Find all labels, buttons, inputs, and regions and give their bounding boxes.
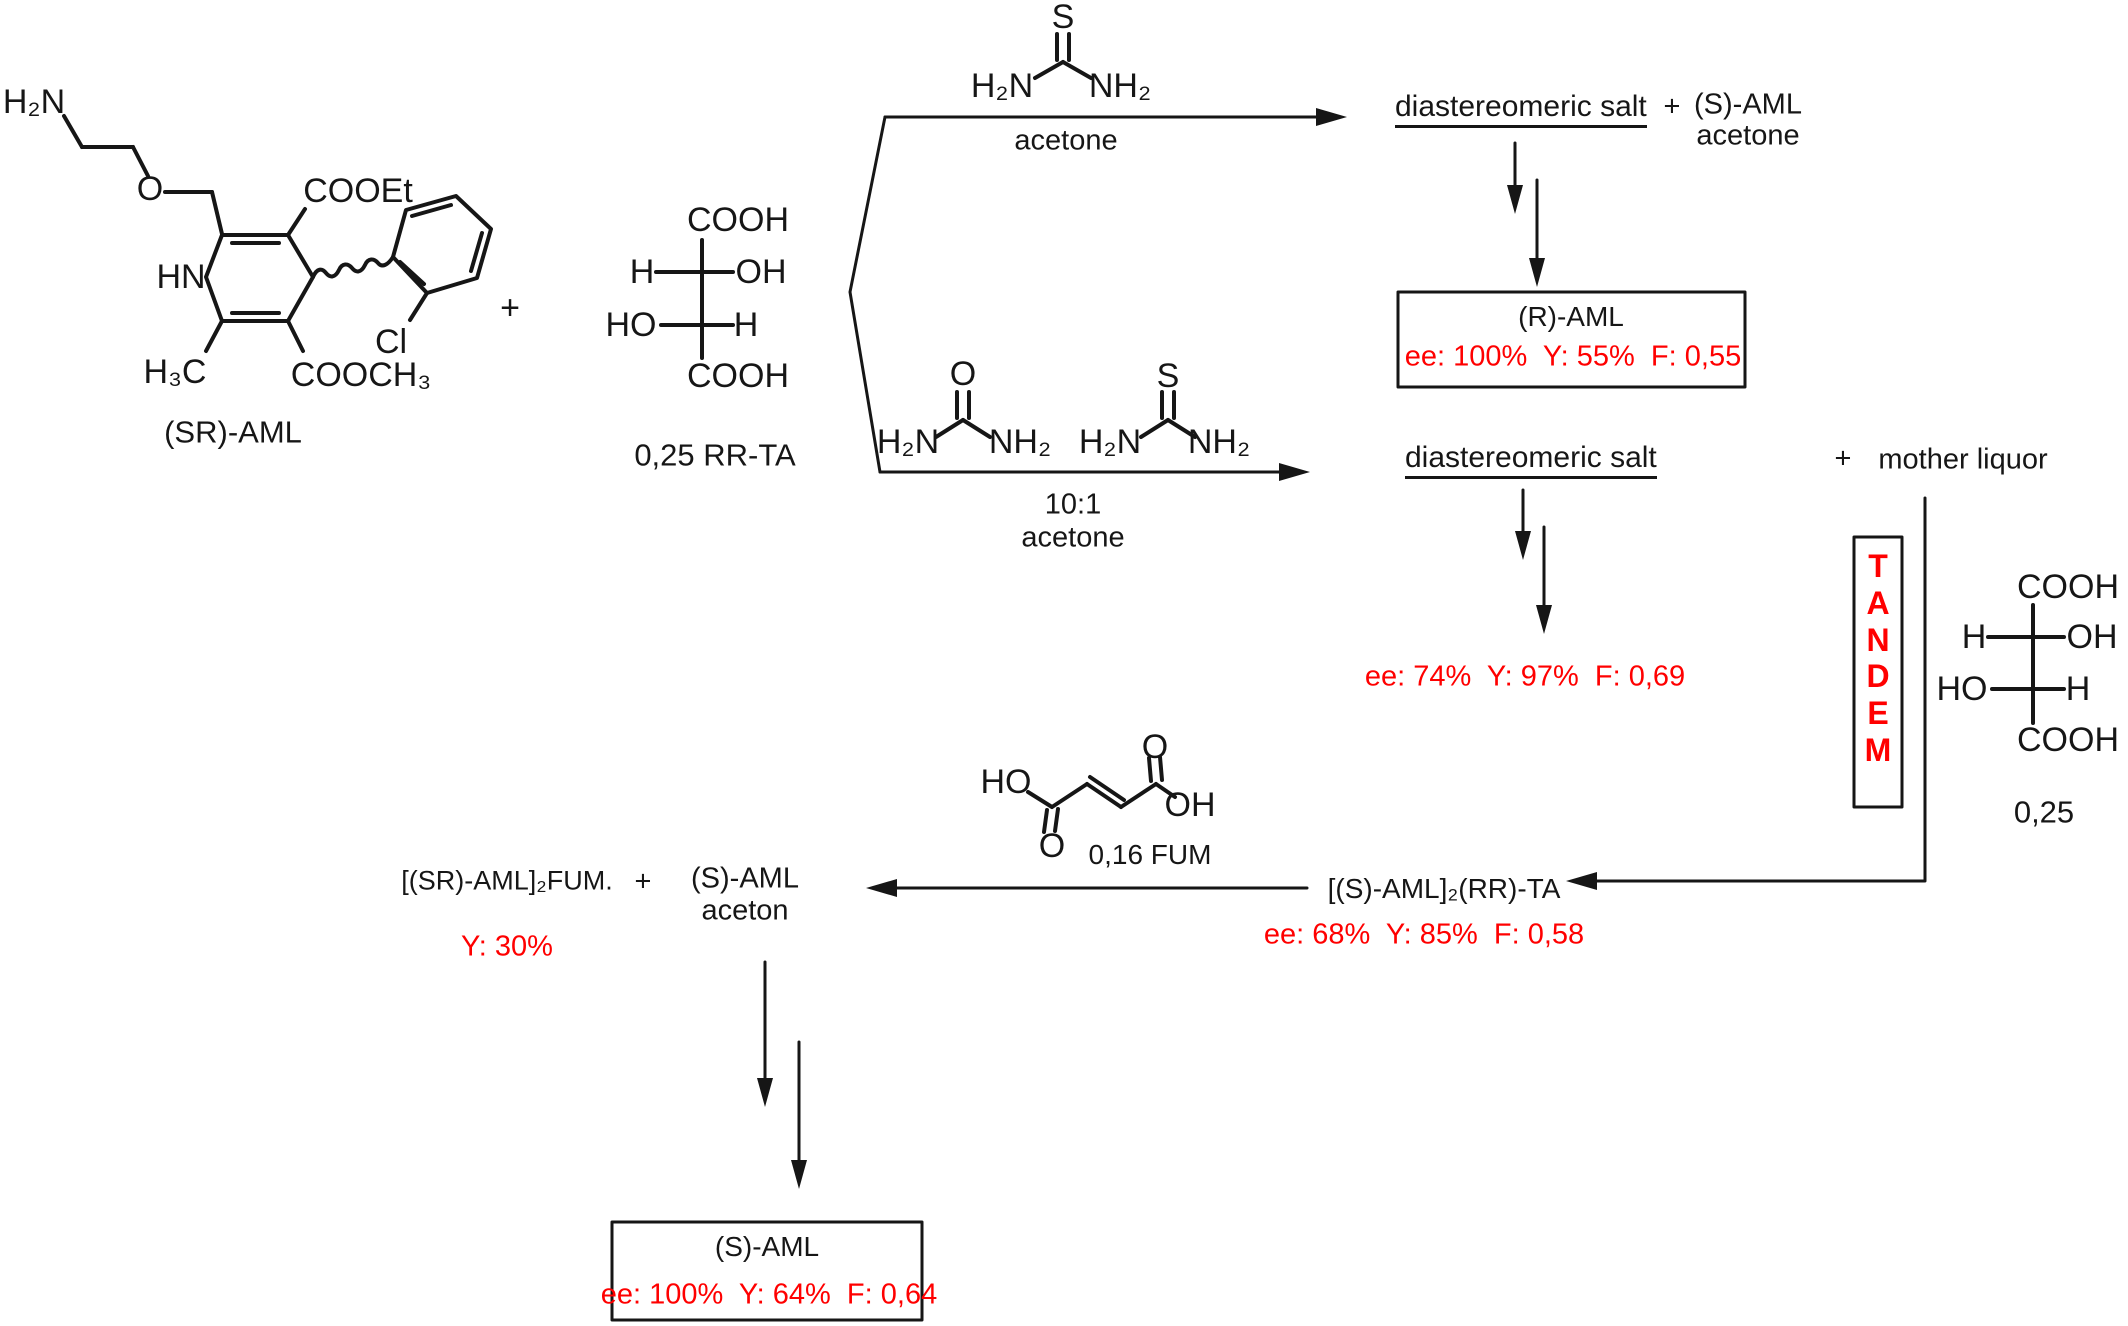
route-top-solvent: acetone xyxy=(1014,124,1118,157)
plus-bottom-row: + xyxy=(1834,442,1852,475)
tandem-letter-n: N xyxy=(1866,622,1890,658)
route-bottom-thiourea-s: S xyxy=(1156,357,1180,395)
tandem-letter-t: T xyxy=(1868,548,1888,584)
tartrate-side-h-right: H xyxy=(2065,670,2091,708)
thiourea-top-bonds xyxy=(1033,32,1093,80)
sr-aml-structure-bonds xyxy=(62,114,493,353)
tartrate-side-cooh-top: COOH xyxy=(2017,568,2119,606)
fumarate-o-up: O xyxy=(1141,728,1169,766)
arrows-down-final xyxy=(757,960,807,1189)
arrow-mother-liquor-elbow xyxy=(1566,496,1927,890)
r-aml-box-title: (R)-AML xyxy=(1518,301,1624,332)
cleavage-yield: Y: 30% xyxy=(461,930,553,963)
tandem-box-frame xyxy=(1852,535,1904,809)
sr-aml-ester-bottom-label: COOCH₃ xyxy=(290,356,432,394)
arrow-route-bottom xyxy=(878,463,1310,481)
cleavage-fum-salt: [(SR)-AML]₂FUM. xyxy=(401,865,613,896)
tartrate-main-ho-left: HO xyxy=(605,306,657,344)
arrow-route-top xyxy=(883,108,1347,126)
sr-aml-methyl-label: H₃C xyxy=(143,353,207,391)
tartrate-main-bonds xyxy=(654,238,735,360)
thiourea-bottom-bonds xyxy=(1139,390,1197,439)
tandem-letter-e: E xyxy=(1867,695,1889,731)
route-top-thiourea-left: H₂N xyxy=(970,67,1034,105)
sr-aml-chloro-label: Cl xyxy=(374,323,408,361)
urea-bonds xyxy=(934,390,992,439)
tartrate-main-oh-right: OH xyxy=(735,253,787,291)
s-aml-box-stats: ee: 100% Y: 64% F: 0,64 xyxy=(600,1278,938,1311)
fumarate-o-down: O xyxy=(1038,827,1066,865)
branch-lines xyxy=(848,115,887,474)
route-bottom-thiourea-left: H₂N xyxy=(1078,423,1142,461)
intermediate-stats: ee: 68% Y: 85% F: 0,58 xyxy=(1263,918,1585,951)
route-top-thiourea-s: S xyxy=(1051,0,1075,36)
s-aml-box-title: (S)-AML xyxy=(714,1231,820,1262)
wavy-bond xyxy=(311,255,395,279)
tartrate-side-ho-left: HO xyxy=(1936,670,1988,708)
tandem-letter-a: A xyxy=(1866,585,1890,621)
tartrate-main-caption: 0,25 RR-TA xyxy=(634,437,796,473)
fumarate-oh-label: OH xyxy=(1164,786,1216,824)
plus-after-reactant: + xyxy=(500,289,520,327)
bottom-byproduct: mother liquor xyxy=(1878,443,2048,476)
top-byproduct-solvent: acetone xyxy=(1696,119,1800,152)
tartrate-main-h-right: H xyxy=(733,306,759,344)
tartrate-side-cooh-bottom: COOH xyxy=(2017,721,2119,759)
plus-cleavage-row: + xyxy=(634,865,652,898)
sr-aml-caption: (SR)-AML xyxy=(164,414,302,450)
sr-aml-ester-top-label: COOEt xyxy=(303,172,413,210)
diastereomeric-salt-top: diastereomeric salt xyxy=(1395,92,1647,128)
tandem-letter-m: M xyxy=(1864,732,1892,768)
intermediate-formula: [(S)-AML]₂(RR)-TA xyxy=(1327,873,1561,904)
route-bottom-urea-left: H₂N xyxy=(876,423,940,461)
cleavage-s-aml: (S)-AML xyxy=(691,862,799,895)
route-bottom-urea-o: O xyxy=(949,355,977,393)
s-aml-box-frame xyxy=(610,1220,924,1322)
plus-top-row: + xyxy=(1663,90,1681,123)
tartrate-side-caption: 0,25 xyxy=(2013,794,2075,830)
arrow-cleavage xyxy=(866,879,1309,897)
route-top-thiourea-right: NH₂ xyxy=(1088,67,1152,105)
fumarate-ho-label: HO xyxy=(980,763,1032,801)
bottom-salt-stats: ee: 74% Y: 97% F: 0,69 xyxy=(1364,660,1686,693)
fumarate-caption: 0,16 FUM xyxy=(1088,839,1212,870)
tartrate-side-bonds xyxy=(1986,603,2066,725)
r-aml-box-frame xyxy=(1396,290,1747,389)
top-byproduct-name: (S)-AML xyxy=(1694,88,1802,121)
cleavage-solvent: aceton xyxy=(701,894,789,927)
tartrate-side-oh-right: OH xyxy=(2066,618,2118,656)
fumarate-bonds xyxy=(1026,755,1177,834)
route-bottom-thiourea-right: NH₂ xyxy=(1187,423,1251,461)
route-bottom-solvent: acetone xyxy=(1021,521,1125,554)
arrows-down-bottom-salt xyxy=(1515,488,1552,634)
arrows-down-top-salt xyxy=(1507,141,1545,287)
tartrate-main-h-left: H xyxy=(629,253,655,291)
route-bottom-urea-right: NH₂ xyxy=(988,423,1052,461)
tandem-letter-d: D xyxy=(1866,658,1890,694)
sr-aml-amine-label: H₂N xyxy=(2,83,66,121)
tartrate-side-h-left: H xyxy=(1961,618,1987,656)
sr-aml-ring-nh-label: HN xyxy=(156,258,206,296)
tartrate-main-cooh-top: COOH xyxy=(687,201,789,239)
sr-aml-ether-o-label: O xyxy=(136,170,164,208)
tartrate-main-cooh-bottom: COOH xyxy=(687,357,789,395)
r-aml-box-stats: ee: 100% Y: 55% F: 0,55 xyxy=(1404,340,1742,373)
route-bottom-ratio: 10:1 xyxy=(1044,488,1102,521)
diastereomeric-salt-bottom: diastereomeric salt xyxy=(1405,443,1657,479)
